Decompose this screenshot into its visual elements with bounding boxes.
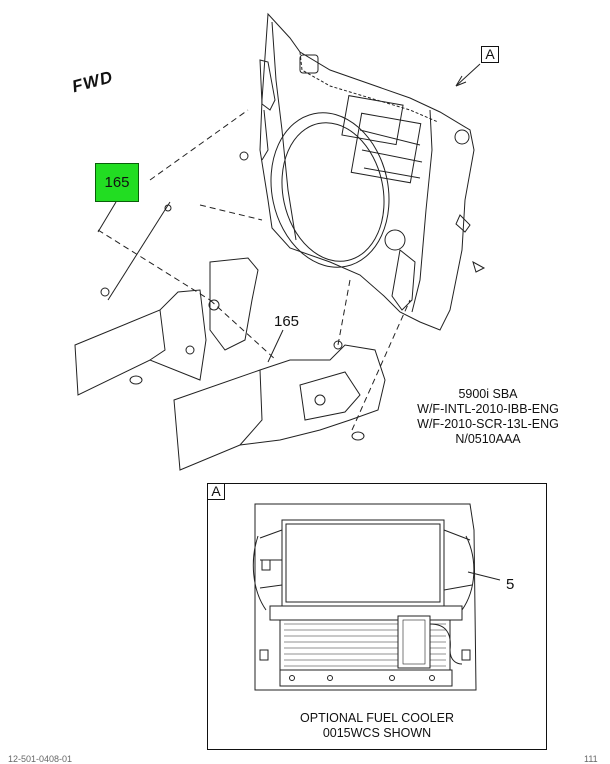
page-reference: 111	[584, 754, 598, 764]
part-callout-fuel-cooler[interactable]: 5	[506, 576, 515, 593]
applicability-notes: 5900i SBA W/F-INTL-2010-IBB-ENG W/F-2010…	[404, 387, 572, 447]
upper-mounting-bracket	[74, 201, 259, 396]
detail-caption-line-2: 0015WCS SHOWN	[322, 726, 432, 740]
detail-view-marker: A	[207, 483, 225, 500]
part-callout-highlighted[interactable]: 165	[95, 163, 139, 202]
note-line-3: W/F-2010-SCR-13L-ENG	[417, 417, 559, 431]
alignment-lines	[97, 109, 411, 431]
detail-view-frame	[207, 483, 547, 750]
radiator-support-frame	[259, 12, 475, 331]
note-line-1: 5900i SBA	[458, 387, 518, 401]
frame-components	[239, 54, 486, 311]
fuel-cooler-detail	[252, 503, 477, 691]
fan-shroud-opening	[270, 112, 390, 268]
detail-caption: OPTIONAL FUEL COOLER 0015WCS SHOWN	[207, 711, 547, 741]
lower-mounting-bracket	[173, 340, 386, 471]
part-callout-bracket[interactable]: 165	[274, 313, 300, 330]
note-line-4: N/0510AAA	[455, 432, 521, 446]
drawing-number: 12-501-0408-01	[8, 754, 73, 764]
note-line-2: W/F-INTL-2010-IBB-ENG	[417, 402, 559, 416]
detail-caption-line-1: OPTIONAL FUEL COOLER	[300, 711, 454, 725]
view-reference-marker: A	[481, 46, 499, 63]
